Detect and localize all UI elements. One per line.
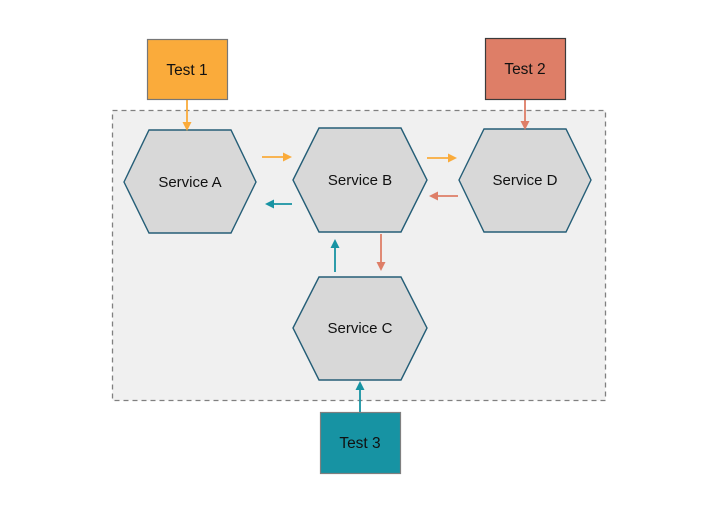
arrowhead-left-icon bbox=[429, 191, 438, 201]
test-1-box bbox=[146, 38, 229, 101]
test-1-label: Test 1 bbox=[166, 62, 207, 79]
node-service-d: Service D bbox=[458, 128, 592, 233]
arrow-service-a-to-service-b bbox=[262, 152, 292, 162]
arrowhead-right-icon bbox=[448, 153, 457, 163]
arrow-test3-to-service-c bbox=[355, 381, 365, 412]
service-a-hexagon bbox=[123, 129, 257, 234]
arrow-service-d-to-service-b bbox=[429, 191, 458, 201]
arrowhead-up-icon bbox=[355, 381, 365, 390]
test-3-label: Test 3 bbox=[339, 435, 380, 452]
arrow-service-b-to-service-c bbox=[376, 234, 386, 271]
service-d-label: Service D bbox=[492, 172, 557, 189]
node-service-b: Service B bbox=[292, 127, 428, 233]
node-service-c: Service C bbox=[292, 276, 428, 381]
arrow-test2-to-service-d bbox=[520, 99, 530, 130]
service-b-label: Service B bbox=[328, 172, 392, 189]
arrow-service-c-to-service-b bbox=[330, 239, 340, 272]
arrow-service-b-to-service-a bbox=[265, 199, 292, 209]
service-b-hexagon bbox=[292, 127, 428, 233]
arrowhead-up-icon bbox=[330, 239, 340, 248]
node-test-3: Test 3 bbox=[319, 411, 402, 475]
arrowhead-down-icon bbox=[182, 122, 192, 131]
arrowhead-down-icon bbox=[520, 121, 530, 130]
arrowhead-down-icon bbox=[376, 262, 386, 271]
service-c-hexagon bbox=[292, 276, 428, 381]
arrowhead-left-icon bbox=[265, 199, 274, 209]
service-c-label: Service C bbox=[327, 320, 392, 337]
service-d-hexagon bbox=[458, 128, 592, 233]
arrow-service-b-to-service-d bbox=[427, 153, 457, 163]
node-test-2: Test 2 bbox=[484, 37, 567, 101]
arrow-test1-to-service-a bbox=[182, 99, 192, 131]
node-test-1: Test 1 bbox=[146, 38, 229, 101]
arrowhead-right-icon bbox=[283, 152, 292, 162]
service-a-label: Service A bbox=[158, 174, 221, 191]
test-3-box bbox=[319, 411, 402, 475]
test-2-label: Test 2 bbox=[504, 61, 545, 78]
test-2-box bbox=[484, 37, 567, 101]
node-service-a: Service A bbox=[123, 129, 257, 234]
